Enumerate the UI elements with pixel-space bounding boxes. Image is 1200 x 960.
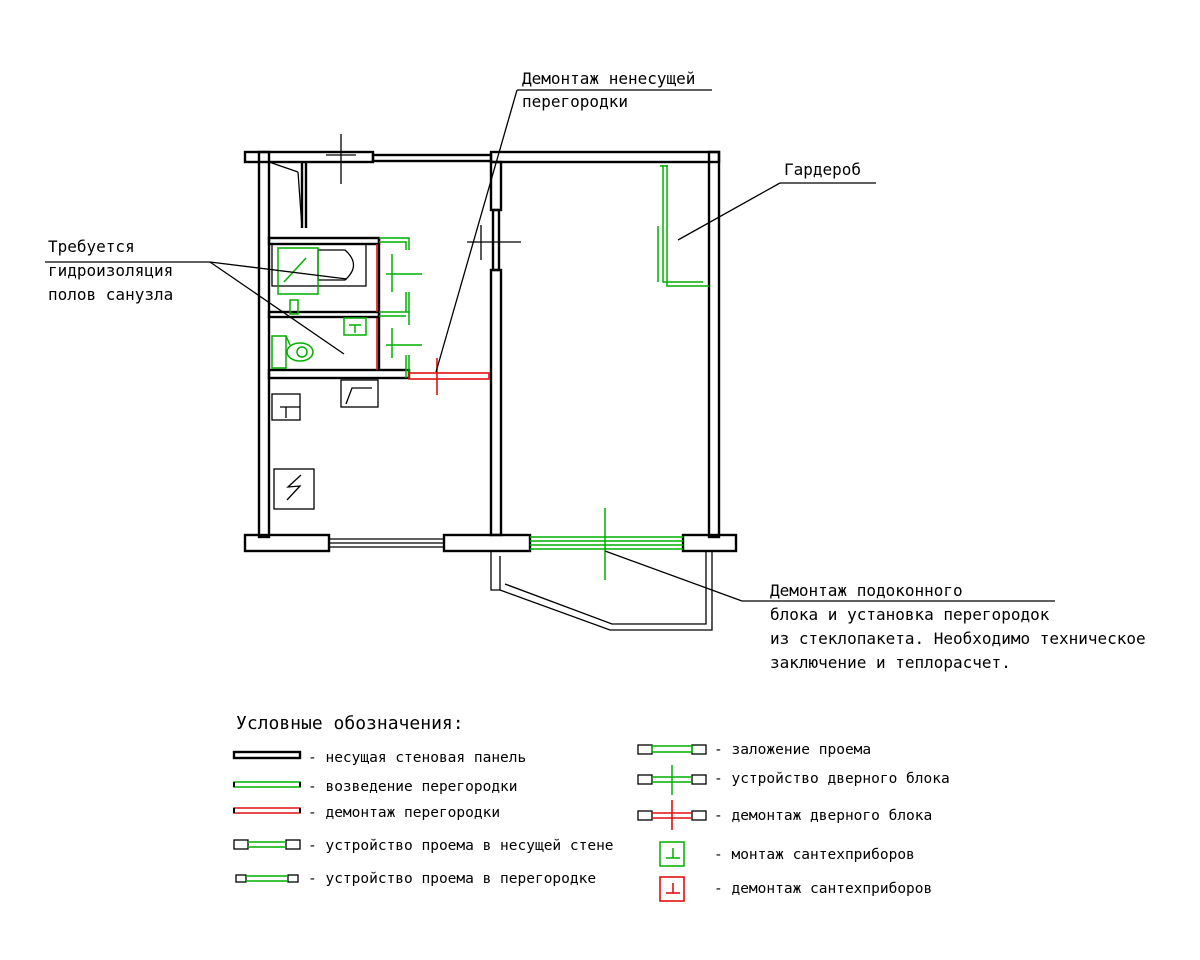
annotation-demolish-line-2: перегородки — [522, 92, 628, 111]
legend-item-9: - монтаж сантехприборов — [714, 847, 915, 863]
toilet-icon — [271, 299, 314, 369]
sink-icon — [343, 317, 367, 336]
bathroom — [267, 236, 490, 395]
annotation-waterproofing-line-3: полов санузла — [48, 285, 173, 304]
legend-item-4: - устройство проема в несущей стене — [308, 838, 614, 854]
annotation-demolish-line-1: Демонтаж ненесущей — [522, 69, 695, 88]
annotation-waterproofing-line-2: гидроизоляция — [48, 261, 173, 280]
legend-symbol-door-demolish — [637, 800, 707, 830]
bathtub-icon — [271, 243, 367, 295]
legend-item-3: - демонтаж перегородки — [308, 805, 500, 821]
legend-symbol-plumbing-install — [659, 841, 685, 867]
legend-item-1: - несущая стеновая панель — [308, 750, 526, 766]
leader-lines — [45, 89, 1055, 602]
legend: Условные обозначения: - несущая ст — [232, 713, 950, 902]
annotation-wardrobe: Гардероб — [784, 160, 861, 179]
legend-symbol-door-install — [637, 765, 707, 795]
legend-symbol-demolition — [233, 807, 301, 814]
annotation-windowsill-line-2: блока и установка перегородок — [770, 605, 1050, 624]
legend-symbol-plumbing-demolish — [659, 876, 685, 902]
annotation-windowsill-line-1: Демонтаж подоконного — [770, 581, 963, 600]
legend-item-8: - демонтаж дверного блока — [714, 808, 932, 824]
legend-item-5: - устройство проема в перегородке — [308, 871, 596, 887]
legend-symbol-close-opening — [637, 744, 707, 755]
legend-symbol-opening-bearing — [233, 839, 301, 850]
legend-item-10: - демонтаж сантехприборов — [714, 881, 932, 897]
legend-item-2: - возведение перегородки — [308, 779, 518, 795]
bearing-walls — [243, 150, 738, 553]
legend-item-6: - заложение проема — [714, 742, 871, 758]
legend-symbol-opening-partition — [235, 874, 299, 883]
annotation-windowsill-line-3: из стеклопакета. Необходимо техническое — [770, 629, 1146, 648]
legend-item-7: - устройство дверного блока — [714, 771, 950, 787]
annotation-windowsill-line-4: заключение и теплорасчет. — [770, 653, 1011, 672]
legend-symbol-bearing-wall — [232, 750, 302, 760]
stove-icon — [273, 468, 315, 510]
legend-title: Условные обозначения: — [236, 713, 464, 734]
wardrobe — [657, 165, 709, 287]
balcony-glazing — [530, 508, 683, 580]
annotation-waterproofing-line-1: Требуется — [48, 237, 135, 256]
kitchen-fixtures — [271, 379, 379, 510]
legend-symbol-new-partition — [233, 781, 301, 788]
balcony — [490, 551, 713, 631]
